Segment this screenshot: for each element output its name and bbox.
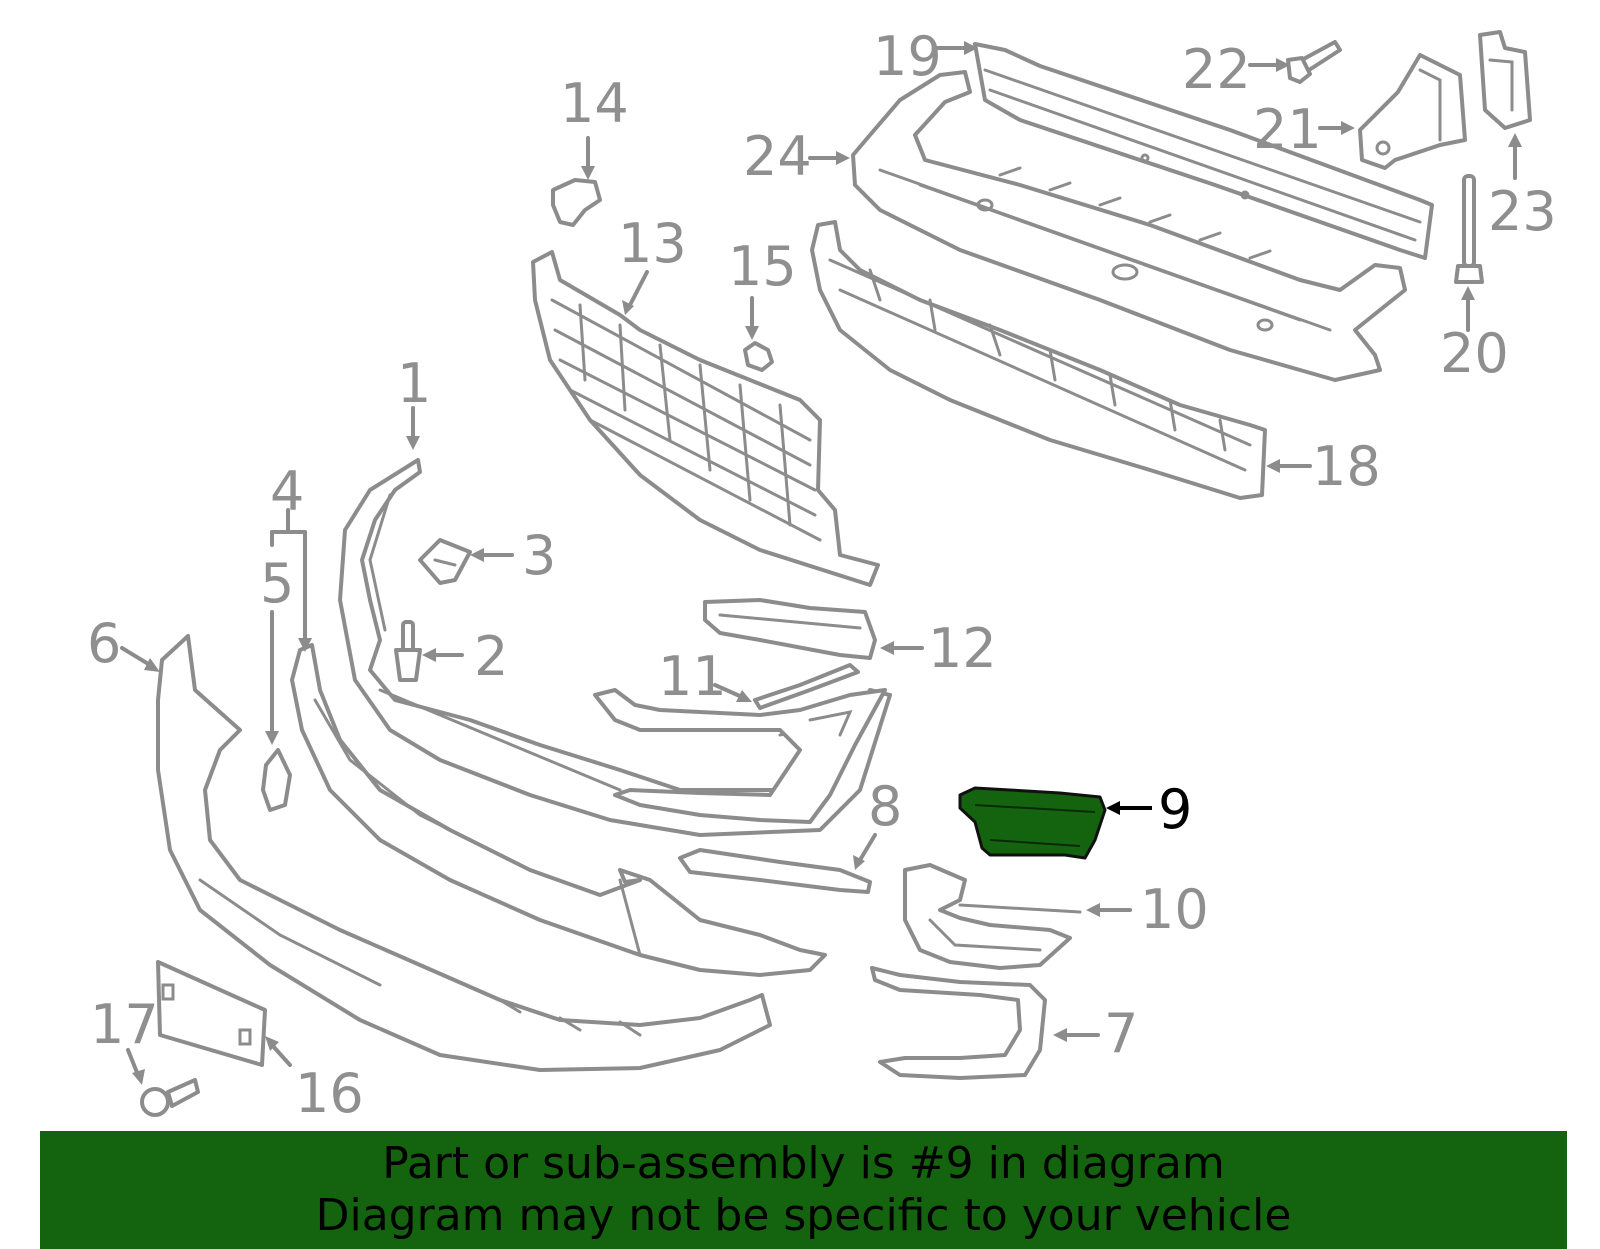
part-4-bumper-cover <box>290 643 827 977</box>
banner-line-disclaimer: Diagram may not be specific to your vehi… <box>315 1190 1292 1241</box>
callout-labels: 19 22 21 23 24 20 14 13 15 18 1 3 2 12 1… <box>87 25 1557 1125</box>
callout-1: 1 <box>397 352 431 415</box>
part-15-clip <box>743 341 774 372</box>
callout-21: 21 <box>1253 98 1322 161</box>
part-16-plate-bracket <box>156 960 267 1067</box>
callout-2: 2 <box>474 625 508 688</box>
callout-15: 15 <box>728 235 797 298</box>
part-20-bolt <box>1454 174 1484 284</box>
part-10-bezel <box>903 863 1082 970</box>
callout-8: 8 <box>868 775 902 838</box>
callout-19: 19 <box>873 25 942 88</box>
banner-line-part-number: Part or sub-assembly is #9 in diagram <box>382 1138 1225 1189</box>
part-14-clip <box>551 178 602 227</box>
callout-5: 5 <box>260 552 294 615</box>
callout-6: 6 <box>87 612 121 675</box>
part-12-bracket <box>703 598 877 660</box>
part-7-bezel <box>870 966 1047 1080</box>
part-5-bracket <box>261 748 292 812</box>
part-17-screw <box>140 1078 200 1117</box>
callout-13: 13 <box>618 212 687 275</box>
part-9-fog-lamp-bezel-highlighted <box>958 786 1107 860</box>
callout-7: 7 <box>1104 1002 1138 1065</box>
part-11-trim <box>753 663 860 710</box>
lower-grille-frame <box>593 688 887 824</box>
part-19-reinforcement-beam <box>973 42 1434 260</box>
callout-14: 14 <box>560 72 629 135</box>
callout-17: 17 <box>90 993 159 1056</box>
callout-9: 9 <box>1158 778 1192 841</box>
callout-3: 3 <box>522 524 556 587</box>
part-13-grille <box>531 250 880 587</box>
callout-20: 20 <box>1440 322 1509 385</box>
callout-11: 11 <box>658 645 727 708</box>
part-2-pin <box>394 620 422 682</box>
callout-12: 12 <box>928 617 997 680</box>
callout-24: 24 <box>743 125 812 188</box>
callout-16: 16 <box>295 1062 364 1125</box>
part-22-bolt <box>1286 40 1342 84</box>
callout-4: 4 <box>270 460 304 523</box>
part-21-bracket <box>1358 53 1467 170</box>
part-3-clip <box>418 538 472 585</box>
part-6-lower-valance <box>156 634 772 1072</box>
callout-10: 10 <box>1140 878 1209 941</box>
part-23-bracket <box>1478 30 1532 130</box>
part-8-trim <box>678 848 872 894</box>
callout-18: 18 <box>1312 435 1381 498</box>
callout-arrows <box>120 41 1522 1085</box>
callout-22: 22 <box>1182 38 1251 101</box>
part-24-absorber <box>851 70 1407 382</box>
part-18-lower-absorber <box>810 220 1267 500</box>
info-banner: Part or sub-assembly is #9 in diagram Di… <box>40 1131 1567 1249</box>
callout-23: 23 <box>1488 180 1557 243</box>
